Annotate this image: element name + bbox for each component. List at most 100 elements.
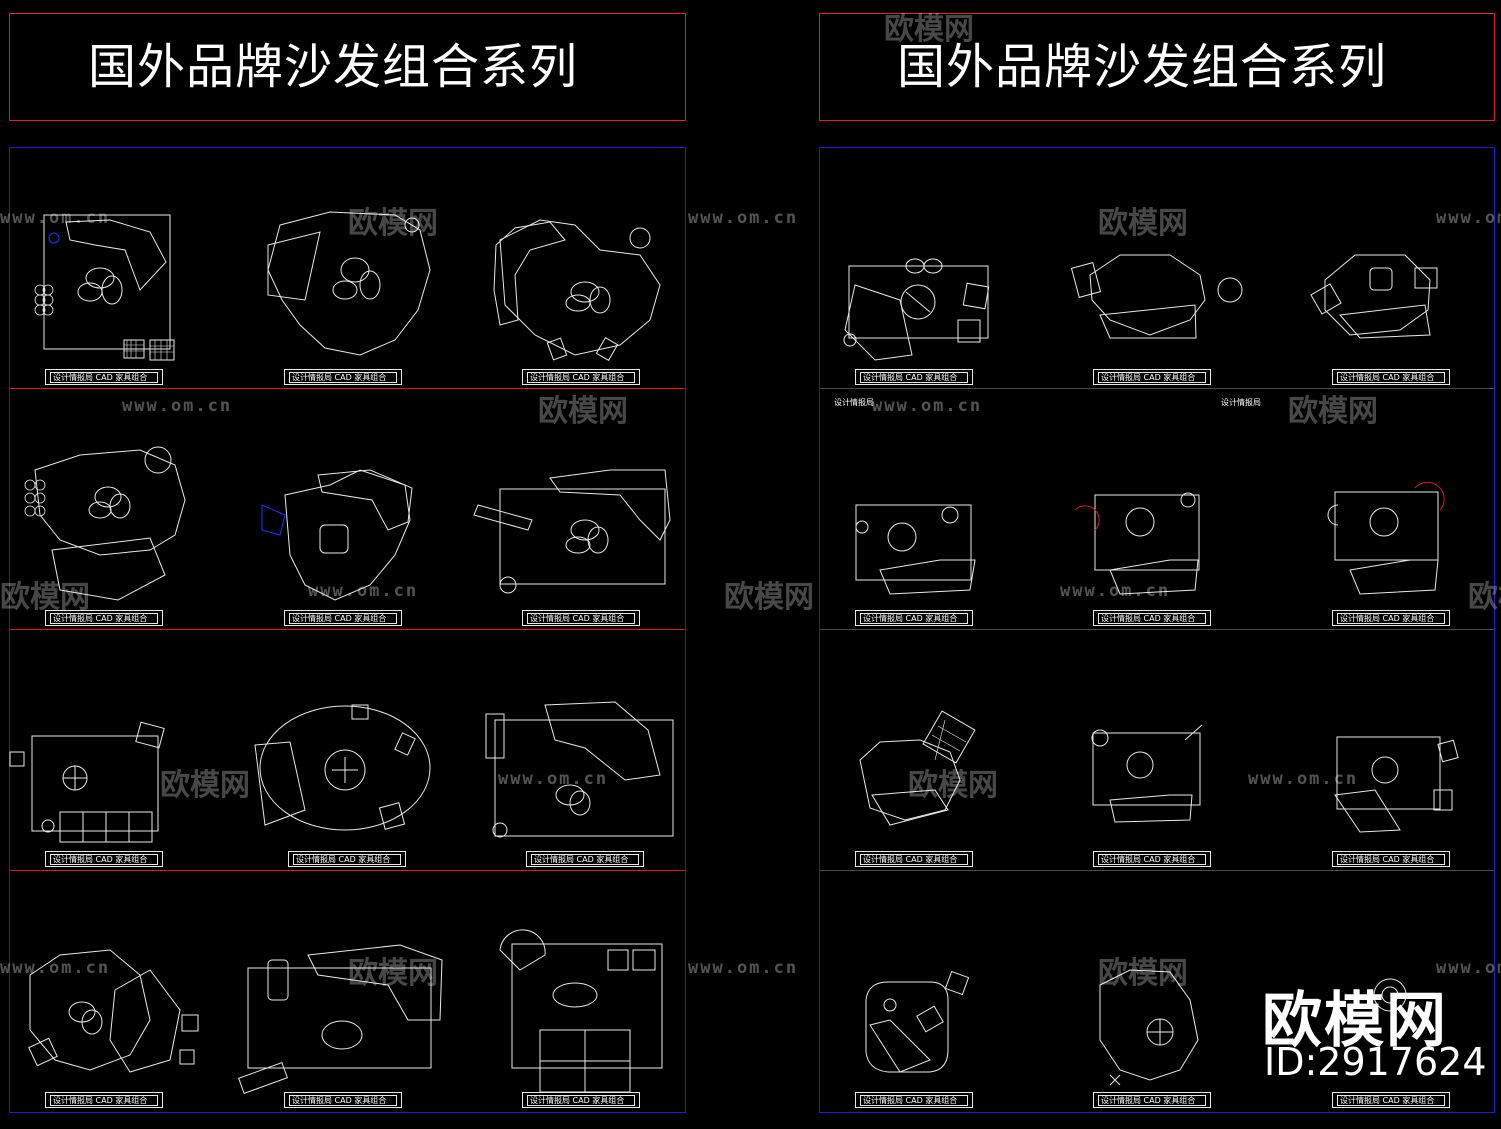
block-label: 设计情报局 CAD 家具组合 xyxy=(45,851,163,867)
block-label: 设计情报局 CAD 家具组合 xyxy=(1093,851,1211,867)
block-label-text: 设计情报局 CAD 家具组合 xyxy=(1337,854,1445,865)
furniture-plan-4 xyxy=(24,446,186,601)
watermark-url: www.om.cn xyxy=(1436,208,1501,228)
block-label-text: 设计情报局 CAD 家具组合 xyxy=(1337,613,1445,624)
furniture-plan-23 xyxy=(1099,969,1199,1086)
block-label-text: 设计情报局 CAD 家具组合 xyxy=(1098,854,1206,865)
furniture-plan-11 xyxy=(238,944,443,1095)
block-label: 设计情报局 CAD 家具组合 xyxy=(1332,610,1450,626)
block-label: 设计情报局 CAD 家具组合 xyxy=(45,369,163,385)
block-label-text: 设计情报局 CAD 家具组合 xyxy=(50,1095,158,1106)
right-drawing-sheet xyxy=(819,147,1495,1113)
note-label: 设计情报局 xyxy=(834,398,874,407)
block-label-text: 设计情报局 CAD 家具组合 xyxy=(860,1095,968,1106)
block-label-text: 设计情报局 CAD 家具组合 xyxy=(289,1095,397,1106)
furniture-plan-14 xyxy=(1070,254,1243,339)
block-label: 设计情报局 CAD 家具组合 xyxy=(1093,610,1211,626)
block-label-text: 设计情报局 CAD 家具组合 xyxy=(50,854,158,865)
furniture-plan-17 xyxy=(1074,492,1200,595)
block-label: 设计情报局 CAD 家具组合 xyxy=(855,1092,973,1108)
block-label-text: 设计情报局 CAD 家具组合 xyxy=(1098,613,1206,624)
left-row-separator xyxy=(10,388,685,389)
furniture-plan-20 xyxy=(1091,724,1203,823)
block-label: 设计情报局 CAD 家具组合 xyxy=(1093,369,1211,385)
left-row-separator xyxy=(10,629,685,630)
watermark-brand: 欧模网 xyxy=(160,768,250,803)
watermark-brand: 欧模网 xyxy=(908,768,998,803)
block-label-text: 设计情报局 CAD 家具组合 xyxy=(531,854,639,865)
furniture-plan-21 xyxy=(1334,736,1459,833)
block-label: 设计情报局 CAD 家具组合 xyxy=(284,369,402,385)
block-label-text: 设计情报局 CAD 家具组合 xyxy=(860,854,968,865)
watermark-brand: 欧模网 xyxy=(724,580,814,615)
block-label-text: 设计情报局 CAD 家具组合 xyxy=(50,613,158,624)
watermark-brand: 欧模网 xyxy=(538,394,628,429)
footer-brand: 欧模网 xyxy=(1262,986,1448,1056)
furniture-plan-5 xyxy=(261,469,413,601)
left-row-separator xyxy=(10,870,685,871)
watermark-url: www.om.cn xyxy=(308,581,419,601)
block-label-text: 设计情报局 CAD 家具组合 xyxy=(289,372,397,383)
block-label: 设计情报局 CAD 家具组合 xyxy=(855,851,973,867)
block-label-text: 设计情报局 CAD 家具组合 xyxy=(1098,1095,1206,1106)
furniture-plan-3 xyxy=(493,219,661,361)
block-label: 设计情报局 CAD 家具组合 xyxy=(284,610,402,626)
block-label: 设计情报局 CAD 家具组合 xyxy=(45,610,163,626)
furniture-plan-1 xyxy=(34,214,175,361)
furniture-plan-7 xyxy=(9,721,165,843)
watermark-url: www.om.cn xyxy=(1248,769,1359,789)
right-title-box xyxy=(819,13,1495,121)
watermark-url: www.om.cn xyxy=(498,769,609,789)
block-label: 设计情报局 CAD 家具组合 xyxy=(522,610,640,626)
right-row-separator xyxy=(820,870,1494,871)
watermark-url: www.om.cn xyxy=(122,396,233,416)
watermark-url: www.om.cn xyxy=(1436,958,1501,978)
block-label-text: 设计情报局 CAD 家具组合 xyxy=(1337,372,1445,383)
block-label-text: 设计情报局 CAD 家具组合 xyxy=(1098,372,1206,383)
block-label: 设计情报局 CAD 家具组合 xyxy=(284,1092,402,1108)
watermark-url: www.om.cn xyxy=(0,208,111,228)
watermark-brand: 欧模网 xyxy=(884,12,974,47)
furniture-plan-13 xyxy=(843,258,990,361)
watermark-brand: 欧模网 xyxy=(1098,206,1188,241)
furniture-plan-18 xyxy=(1327,481,1445,595)
furniture-plan-15 xyxy=(1310,254,1438,339)
block-label: 设计情报局 CAD 家具组合 xyxy=(45,1092,163,1108)
watermark-url: www.om.cn xyxy=(1060,581,1171,601)
block-label-text: 设计情报局 CAD 家具组合 xyxy=(860,372,968,383)
block-label: 设计情报局 CAD 家具组合 xyxy=(526,851,644,867)
watermark-url: www.om.cn xyxy=(688,958,799,978)
furniture-plan-19 xyxy=(859,710,976,826)
block-label: 设计情报局 CAD 家具组合 xyxy=(1332,369,1450,385)
right-row-separator xyxy=(820,388,1494,389)
watermark-brand: 欧模网 xyxy=(1468,580,1501,615)
block-label: 设计情报局 CAD 家具组合 xyxy=(855,610,973,626)
furniture-plan-16 xyxy=(855,504,976,595)
block-label-text: 设计情报局 CAD 家具组合 xyxy=(293,854,401,865)
furniture-plan-22 xyxy=(865,970,970,1073)
watermark-brand: 欧模网 xyxy=(1288,394,1378,429)
block-label-text: 设计情报局 CAD 家具组合 xyxy=(527,613,635,624)
left-drawing-sheet xyxy=(9,147,686,1113)
watermark-url: www.om.cn xyxy=(688,208,799,228)
furniture-plan-8 xyxy=(254,704,431,831)
block-label-text: 设计情报局 CAD 家具组合 xyxy=(527,1095,635,1106)
footer-id: ID:2917624 xyxy=(1264,1040,1487,1084)
furniture-plan-9 xyxy=(485,701,674,838)
furniture-plan-24 xyxy=(1373,978,1407,1012)
block-label: 设计情报局 CAD 家具组合 xyxy=(1332,851,1450,867)
block-label: 设计情报局 CAD 家具组合 xyxy=(855,369,973,385)
furniture-plan-2 xyxy=(267,211,431,356)
block-label-text: 设计情报局 CAD 家具组合 xyxy=(860,613,968,624)
block-label-text: 设计情报局 CAD 家具组合 xyxy=(527,372,635,383)
watermark-brand: 欧模网 xyxy=(348,206,438,241)
block-label-text: 设计情报局 CAD 家具组合 xyxy=(289,613,397,624)
block-label-text: 设计情报局 CAD 家具组合 xyxy=(50,372,158,383)
watermark-brand: 欧模网 xyxy=(1098,956,1188,991)
watermark-brand: 欧模网 xyxy=(348,956,438,991)
furniture-plan-10 xyxy=(28,949,199,1073)
block-label-text: 设计情报局 CAD 家具组合 xyxy=(1337,1095,1445,1106)
block-label: 设计情报局 CAD 家具组合 xyxy=(1093,1092,1211,1108)
block-label: 设计情报局 CAD 家具组合 xyxy=(522,369,640,385)
